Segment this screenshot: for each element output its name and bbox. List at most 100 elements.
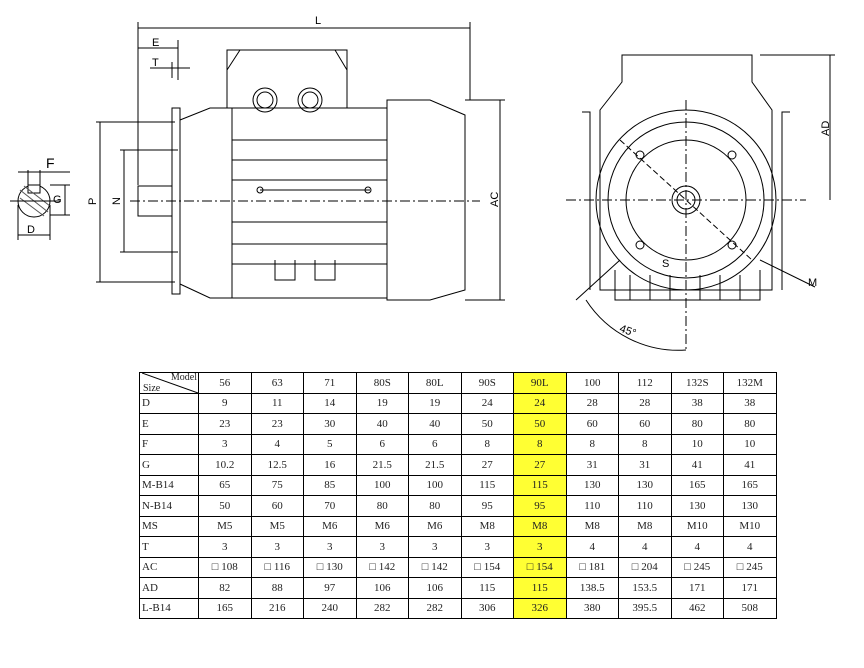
table-cell: 50 xyxy=(198,495,252,517)
model-header: 100 xyxy=(565,372,619,394)
table-cell: 50 xyxy=(513,413,567,435)
table-cell: 82 xyxy=(198,577,252,599)
table-cell: 240 xyxy=(303,597,357,619)
table-cell: 106 xyxy=(355,577,409,599)
table-cell: 165 xyxy=(670,474,724,496)
table-cell: 10.2 xyxy=(198,454,252,476)
label-G: G xyxy=(53,194,62,206)
table-cell: 165 xyxy=(198,597,252,619)
table-cell: 4 xyxy=(618,536,672,558)
table-cell: M6 xyxy=(355,515,409,537)
model-header: 132M xyxy=(723,372,777,394)
label-D: D xyxy=(27,224,35,236)
table-cell: 115 xyxy=(460,474,514,496)
table-cell: 3 xyxy=(198,536,252,558)
row-label: G xyxy=(139,454,199,476)
table-cell: 23 xyxy=(250,413,304,435)
table-cell: 80 xyxy=(408,495,462,517)
table-cell: 4 xyxy=(565,536,619,558)
table-cell: M10 xyxy=(670,515,724,537)
table-row: AC□ 108□ 116□ 130□ 142□ 142□ 154□ 154□ 1… xyxy=(139,556,777,578)
table-cell: 8 xyxy=(513,433,567,455)
table-cell: 508 xyxy=(723,597,777,619)
table-cell: 8 xyxy=(565,433,619,455)
table-cell: 85 xyxy=(303,474,357,496)
table-cell: 138.5 xyxy=(565,577,619,599)
table-cell: 3 xyxy=(513,536,567,558)
model-header: 80L xyxy=(408,372,462,394)
table-cell: M5 xyxy=(250,515,304,537)
table-cell: 3 xyxy=(250,536,304,558)
row-label: E xyxy=(139,413,199,435)
table-cell: 3 xyxy=(460,536,514,558)
table-cell: 14 xyxy=(303,392,357,414)
table-cell: M6 xyxy=(408,515,462,537)
row-label: MS xyxy=(139,515,199,537)
table-cell: 4 xyxy=(723,536,777,558)
table-cell: 100 xyxy=(408,474,462,496)
table-cell: 130 xyxy=(670,495,724,517)
table-cell: 153.5 xyxy=(618,577,672,599)
table-cell: 282 xyxy=(355,597,409,619)
table-cell: 24 xyxy=(513,392,567,414)
label-M: M xyxy=(808,277,817,289)
table-cell: M10 xyxy=(723,515,777,537)
table-cell: 115 xyxy=(513,474,567,496)
table-cell: 70 xyxy=(303,495,357,517)
table-cell: 4 xyxy=(670,536,724,558)
label-AD: AD xyxy=(820,121,832,136)
table-cell: M8 xyxy=(513,515,567,537)
table-cell: 165 xyxy=(723,474,777,496)
shaft-section-view: F G D xyxy=(10,155,70,240)
table-cell: M8 xyxy=(618,515,672,537)
table-cell: 28 xyxy=(618,392,672,414)
table-cell: 31 xyxy=(565,454,619,476)
model-header: 63 xyxy=(250,372,304,394)
motor-front-view: AD S M 45° xyxy=(566,54,835,351)
table-cell: 282 xyxy=(408,597,462,619)
table-cell: 10 xyxy=(723,433,777,455)
table-cell: 5 xyxy=(303,433,357,455)
table-cell: 3 xyxy=(355,536,409,558)
label-N: N xyxy=(111,197,123,205)
table-cell: M6 xyxy=(303,515,357,537)
table-cell: □ 154 xyxy=(513,556,567,578)
motor-side-view: L E T P N AC xyxy=(87,15,505,301)
model-label: Model xyxy=(170,372,197,383)
table-cell: □ 245 xyxy=(670,556,724,578)
table-cell: 31 xyxy=(618,454,672,476)
table-cell: □ 181 xyxy=(565,556,619,578)
label-P: P xyxy=(87,198,99,205)
table-cell: 75 xyxy=(250,474,304,496)
table-cell: 88 xyxy=(250,577,304,599)
table-cell: 171 xyxy=(670,577,724,599)
table-cell: 65 xyxy=(198,474,252,496)
table-cell: 23 xyxy=(198,413,252,435)
label-E: E xyxy=(152,37,159,49)
table-cell: 3 xyxy=(303,536,357,558)
table-cell: 10 xyxy=(670,433,724,455)
model-header: 90L xyxy=(513,372,567,394)
table-cell: 50 xyxy=(460,413,514,435)
table-cell: 110 xyxy=(618,495,672,517)
table-cell: 216 xyxy=(250,597,304,619)
table-cell: 11 xyxy=(250,392,304,414)
model-header: 80S xyxy=(355,372,409,394)
table-cell: 8 xyxy=(460,433,514,455)
table-cell: □ 154 xyxy=(460,556,514,578)
table-cell: 306 xyxy=(460,597,514,619)
row-label: L-B14 xyxy=(139,597,199,619)
model-header: 112 xyxy=(618,372,672,394)
label-T: T xyxy=(152,57,159,69)
table-cell: □ 245 xyxy=(723,556,777,578)
table-cell: 60 xyxy=(250,495,304,517)
table-cell: 6 xyxy=(355,433,409,455)
